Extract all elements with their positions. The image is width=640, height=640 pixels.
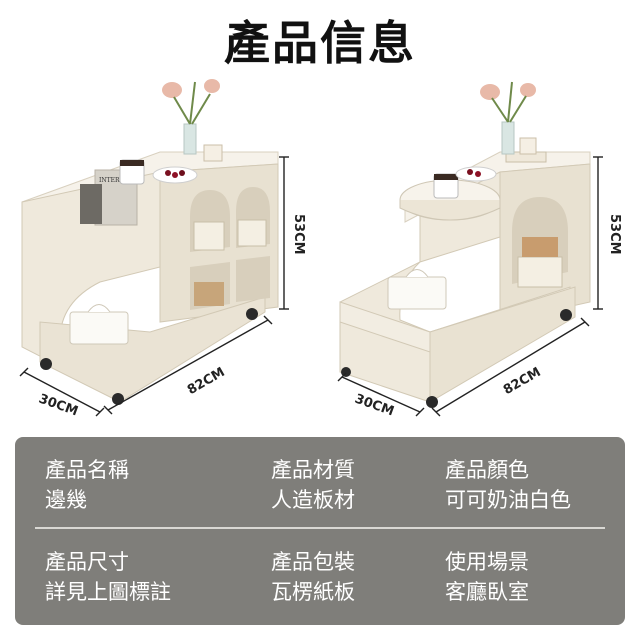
info-cell-color: 產品顏色 可可奶油白色	[445, 455, 571, 515]
info-value: 詳見上圖標註	[45, 580, 171, 604]
info-cell-packaging: 產品包裝 瓦楞紙板	[271, 547, 355, 607]
right-cabinet-image	[337, 81, 603, 417]
info-label: 產品包裝	[271, 550, 355, 574]
info-value: 邊幾	[45, 488, 87, 512]
info-label: 產品名稱	[45, 458, 129, 482]
info-label: 產品尺寸	[45, 550, 129, 574]
info-label: 產品顏色	[445, 458, 529, 482]
info-row: 產品名稱 邊幾 產品材質 人造板材 產品顏色 可可奶油白色	[15, 437, 625, 527]
left-cabinet-image: INTERIOR	[19, 79, 289, 417]
info-value: 可可奶油白色	[445, 488, 571, 512]
info-value: 人造板材	[271, 488, 355, 512]
info-cell-size: 產品尺寸 詳見上圖標註	[45, 547, 171, 607]
right-height-label: 53CM	[607, 214, 622, 255]
info-value: 瓦楞紙板	[271, 580, 355, 604]
page-title: 產品信息	[224, 16, 416, 70]
product-illustration: INTERIOR	[19, 79, 603, 417]
info-cell-scene: 使用場景 客廳臥室	[445, 547, 529, 607]
info-cell-name: 產品名稱 邊幾	[45, 455, 129, 515]
product-images: INTERIOR	[0, 72, 640, 432]
info-label: 使用場景	[445, 550, 529, 574]
info-cell-material: 產品材質 人造板材	[271, 455, 355, 515]
info-row: 產品尺寸 詳見上圖標註 產品包裝 瓦楞紙板 使用場景 客廳臥室	[15, 529, 625, 619]
info-label: 產品材質	[271, 458, 355, 482]
info-divider	[35, 527, 605, 529]
product-info-panel: 產品名稱 邊幾 產品材質 人造板材 產品顏色 可可奶油白色 產品尺寸 詳見上圖標…	[15, 437, 625, 625]
book-cover-text: INTERIOR	[99, 177, 132, 184]
info-value: 客廳臥室	[445, 580, 529, 604]
left-height-label: 53CM	[291, 214, 306, 255]
